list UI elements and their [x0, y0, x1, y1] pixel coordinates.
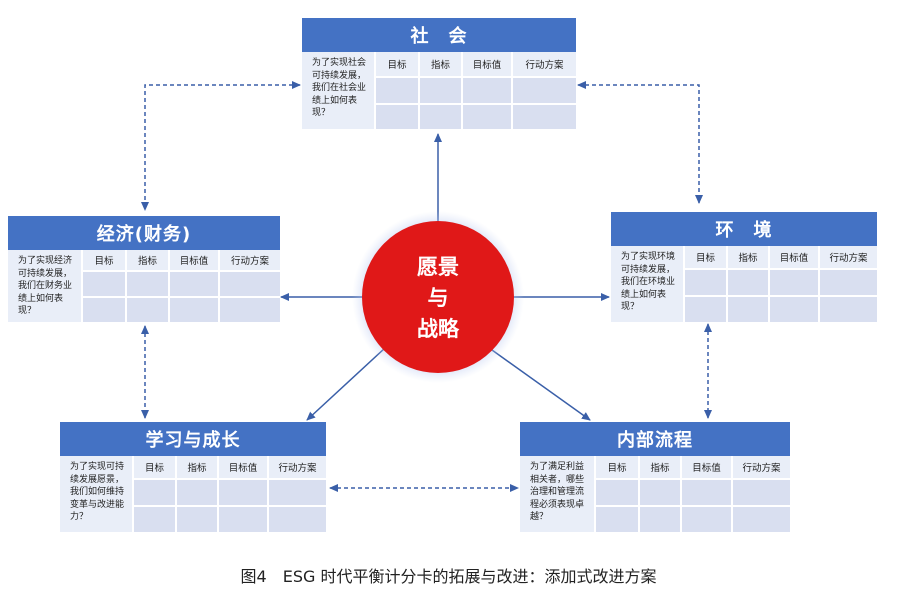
table-cell	[682, 507, 731, 532]
center-line-1: 愿景	[417, 254, 459, 279]
process-header-action-plan: 行动方案	[733, 456, 790, 478]
diagram-canvas: 愿景 与 战略	[141, 81, 712, 492]
table-cell	[376, 78, 418, 103]
table-cell	[640, 507, 680, 532]
table-cell	[733, 480, 790, 505]
process-title: 内部流程	[520, 422, 790, 456]
table-cell	[420, 78, 461, 103]
learning-question: 为了实现可持续发展愿景，我们如何维持变革与改进能力？	[60, 456, 132, 532]
table-cell	[733, 507, 790, 532]
table-cell	[134, 507, 175, 532]
dashed-connector-society-environment	[577, 81, 703, 204]
table-cell	[269, 480, 326, 505]
table-cell	[127, 272, 168, 296]
environment-box: 环 境 为了实现环境可持续发展，我们在环境业绩上如何表现？ 目标 指标 目标值 …	[611, 212, 877, 322]
process-header-goal: 目标	[596, 456, 638, 478]
learning-table: 为了实现可持续发展愿景，我们如何维持变革与改进能力？ 目标 指标 目标值 行动方…	[60, 456, 326, 532]
learning-header-target-value: 目标值	[219, 456, 267, 478]
environment-header-goal: 目标	[685, 246, 726, 268]
process-header-target-value: 目标值	[682, 456, 731, 478]
economy-table: 为了实现经济可持续发展，我们在财务业绩上如何表现？ 目标 指标 目标值 行动方案	[8, 250, 280, 322]
table-cell	[770, 297, 818, 322]
center-line-3: 战略	[417, 316, 460, 341]
learning-header-action-plan: 行动方案	[269, 456, 326, 478]
society-question: 为了实现社会可持续发展，我们在社会业绩上如何表现？	[302, 52, 374, 129]
table-cell	[220, 298, 280, 322]
table-cell	[770, 270, 818, 295]
table-cell	[513, 104, 576, 129]
table-cell	[820, 297, 877, 322]
environment-title: 环 境	[611, 212, 877, 246]
table-cell	[820, 270, 877, 295]
society-box: 社 会 为了实现社会可持续发展，我们在社会业绩上如何表现？ 目标 指标 目标值 …	[302, 18, 576, 129]
environment-table: 为了实现环境可持续发展，我们在环境业绩上如何表现？ 目标 指标 目标值 行动方案	[611, 246, 877, 322]
table-cell	[177, 507, 217, 532]
arrow-center-to-learning	[306, 347, 386, 421]
environment-header-target-value: 目标值	[770, 246, 818, 268]
table-cell	[596, 480, 638, 505]
table-cell	[134, 480, 175, 505]
environment-question: 为了实现环境可持续发展，我们在环境业绩上如何表现？	[611, 246, 683, 322]
table-cell	[376, 104, 418, 129]
table-cell	[463, 78, 511, 103]
table-cell	[682, 480, 731, 505]
society-table: 为了实现社会可持续发展，我们在社会业绩上如何表现？ 目标 指标 目标值 行动方案	[302, 52, 576, 129]
environment-header-action-plan: 行动方案	[820, 246, 877, 268]
table-cell	[420, 104, 461, 129]
economy-header-indicator: 指标	[127, 250, 168, 270]
learning-header-indicator: 指标	[177, 456, 217, 478]
learning-title: 学习与成长	[60, 422, 326, 456]
table-cell	[177, 480, 217, 505]
economy-header-action-plan: 行动方案	[220, 250, 280, 270]
process-question: 为了满足利益相关者，哪些治理和管理流程必须表现卓越？	[520, 456, 594, 532]
economy-question: 为了实现经济可持续发展，我们在财务业绩上如何表现？	[8, 250, 81, 322]
society-header-target-value: 目标值	[463, 52, 511, 76]
table-cell	[170, 298, 218, 322]
table-cell	[127, 298, 168, 322]
table-cell	[170, 272, 218, 296]
table-cell	[83, 272, 125, 296]
table-cell	[269, 507, 326, 532]
society-header-goal: 目标	[376, 52, 418, 76]
economy-box: 经济(财务) 为了实现经济可持续发展，我们在财务业绩上如何表现？ 目标 指标 目…	[8, 216, 280, 322]
process-box: 内部流程 为了满足利益相关者，哪些治理和管理流程必须表现卓越？ 目标 指标 目标…	[520, 422, 790, 532]
dashed-connector-society-economy	[141, 81, 301, 211]
table-cell	[728, 297, 768, 322]
process-table: 为了满足利益相关者，哪些治理和管理流程必须表现卓越？ 目标 指标 目标值 行动方…	[520, 456, 790, 532]
society-header-indicator: 指标	[420, 52, 461, 76]
learning-header-goal: 目标	[134, 456, 175, 478]
economy-header-target-value: 目标值	[170, 250, 218, 270]
society-title: 社 会	[302, 18, 576, 52]
center-circle	[362, 221, 514, 373]
arrow-center-to-process	[491, 349, 591, 421]
table-cell	[640, 480, 680, 505]
table-cell	[513, 78, 576, 103]
table-cell	[220, 272, 280, 296]
center-line-2: 与	[428, 285, 449, 310]
environment-header-indicator: 指标	[728, 246, 768, 268]
table-cell	[463, 104, 511, 129]
table-cell	[685, 270, 726, 295]
table-cell	[219, 480, 267, 505]
figure-caption: 图4 ESG 时代平衡计分卡的拓展与改进：添加式改进方案	[240, 567, 657, 586]
table-cell	[728, 270, 768, 295]
table-cell	[219, 507, 267, 532]
process-header-indicator: 指标	[640, 456, 680, 478]
table-cell	[685, 297, 726, 322]
economy-title: 经济(财务)	[8, 216, 280, 250]
economy-header-goal: 目标	[83, 250, 125, 270]
table-cell	[83, 298, 125, 322]
table-cell	[596, 507, 638, 532]
society-header-action-plan: 行动方案	[513, 52, 576, 76]
learning-box: 学习与成长 为了实现可持续发展愿景，我们如何维持变革与改进能力？ 目标 指标 目…	[60, 422, 326, 532]
